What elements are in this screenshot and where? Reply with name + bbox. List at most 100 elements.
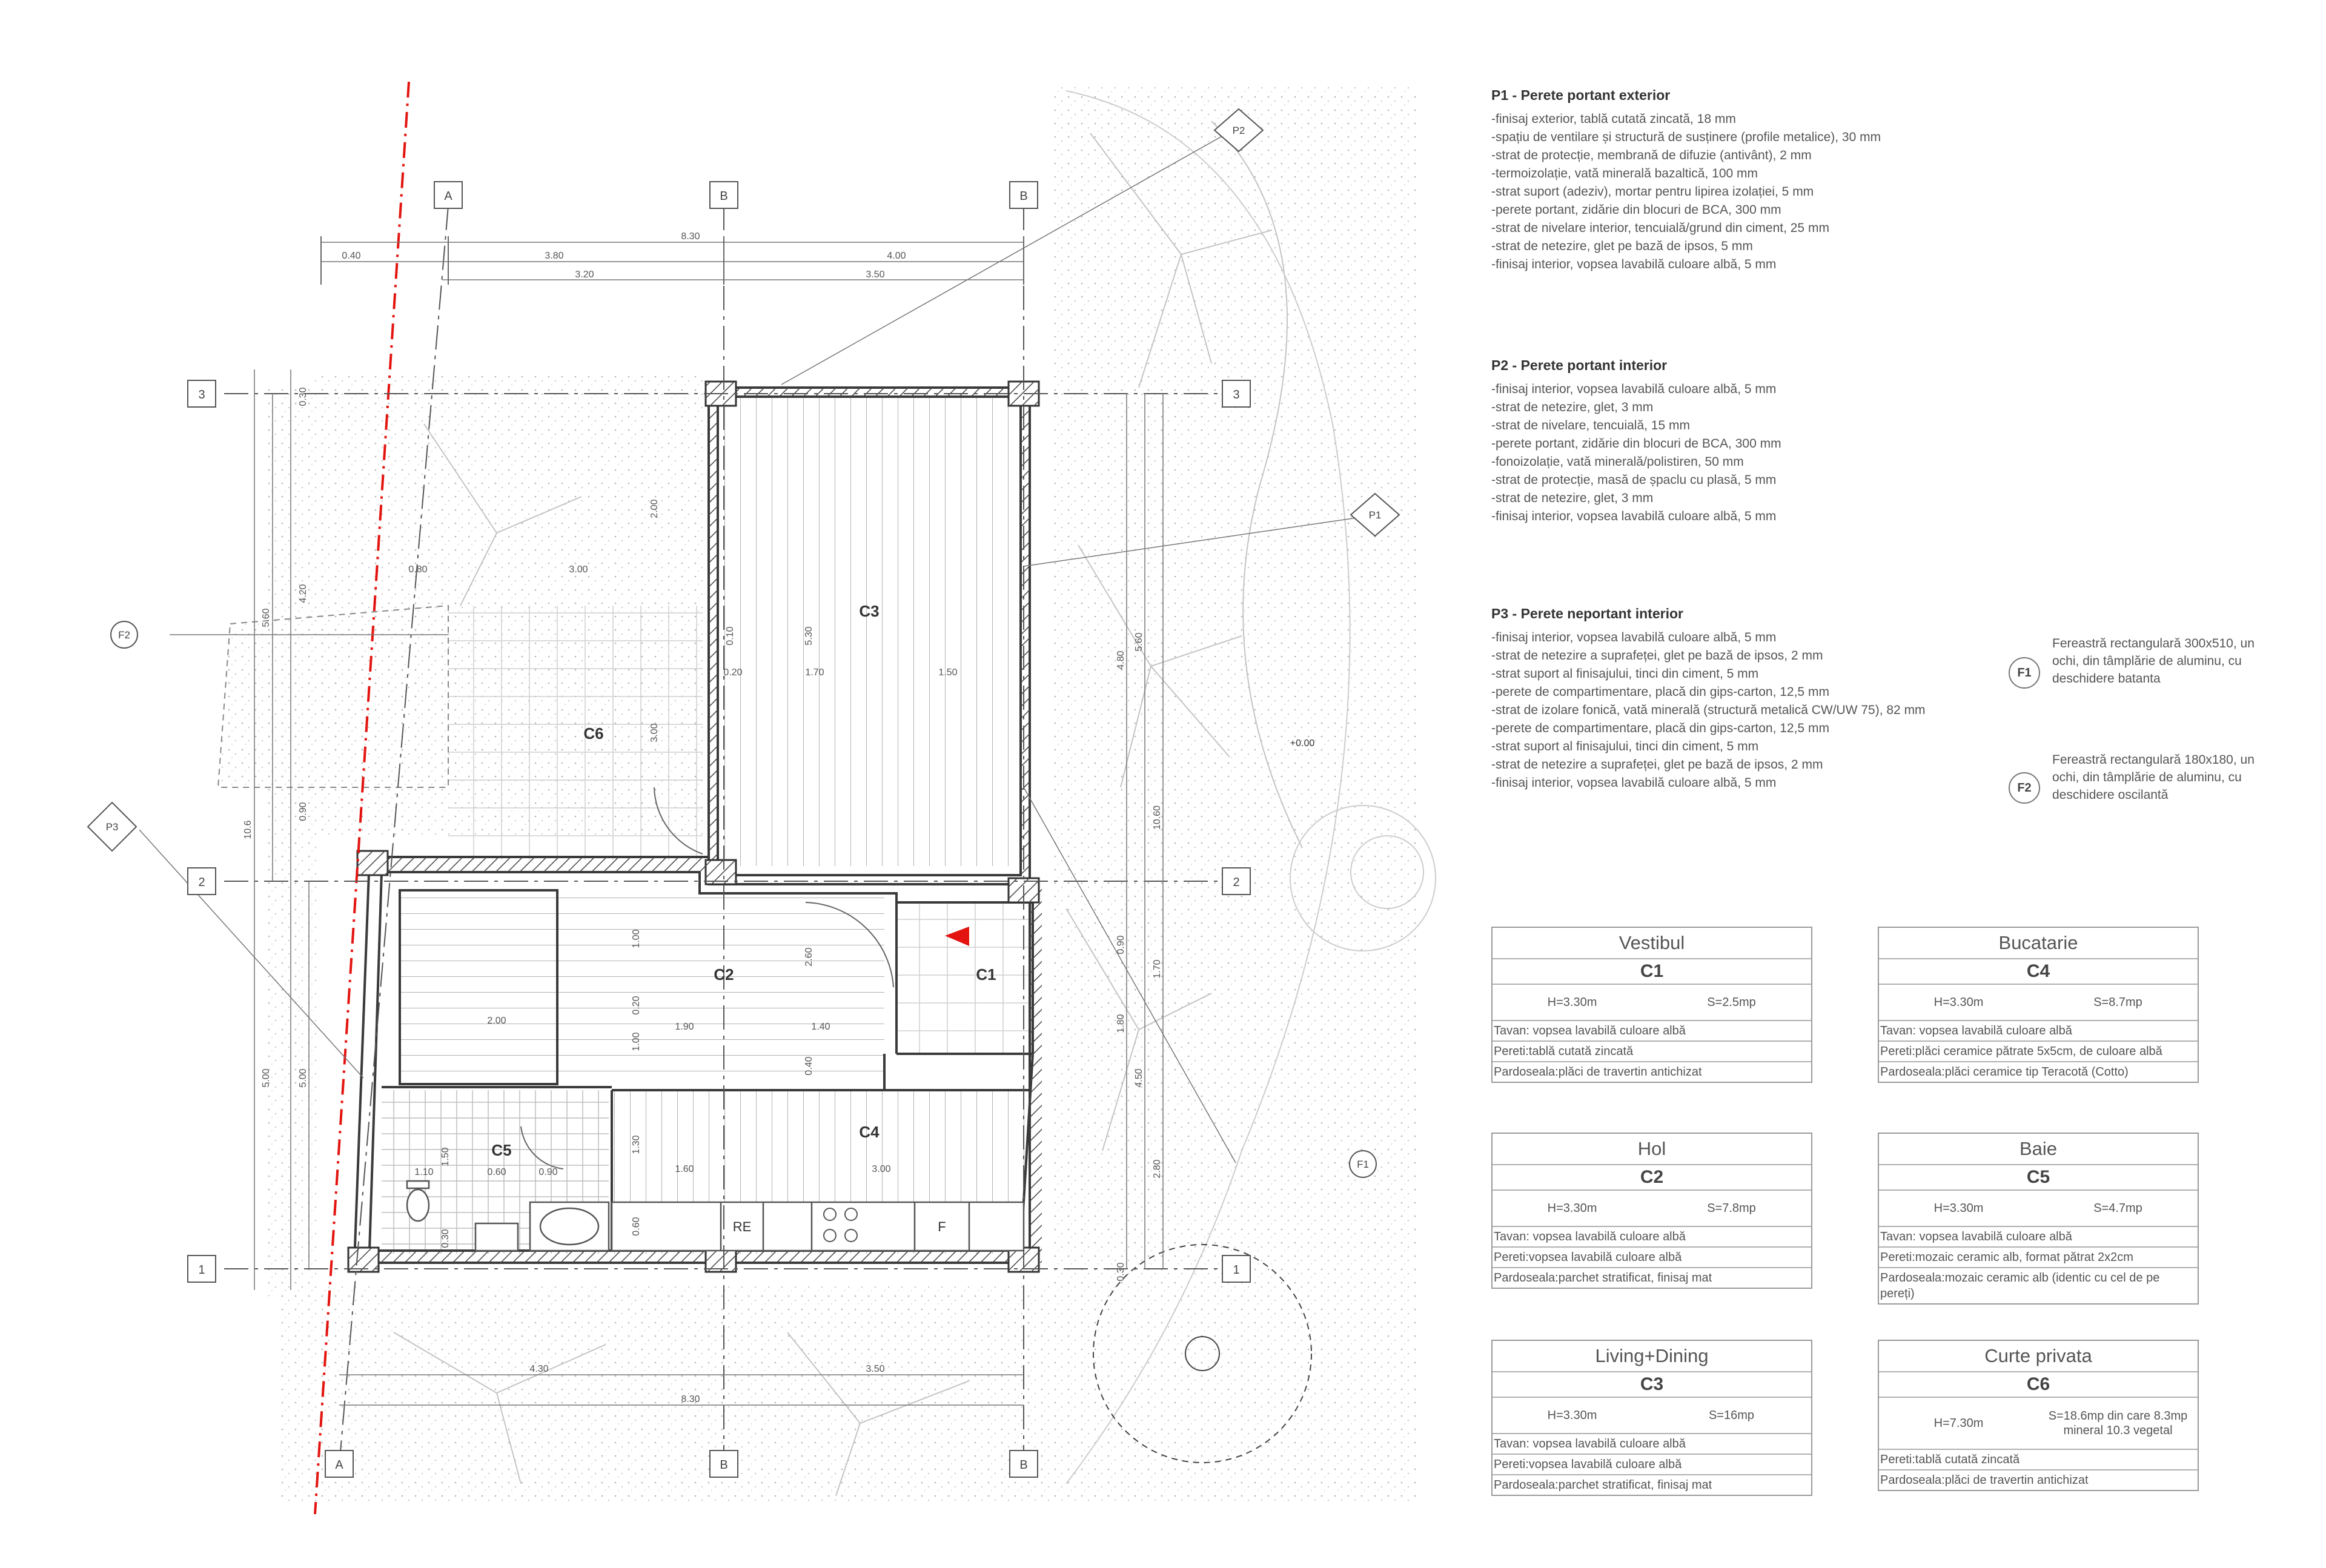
- room-card-vestibul: Vestibul C1 H=3.30m S=2.5mp Tavan: vopse…: [1491, 927, 1812, 1083]
- room-finish: Pereti:plăci ceramice pătrate 5x5cm, de …: [1879, 1042, 2198, 1062]
- axis-label-1-right: 1: [1233, 1263, 1239, 1277]
- dim-left-030: 0.30: [298, 387, 308, 406]
- dim-c5-a: 1.10: [414, 1167, 433, 1177]
- room-height: H=3.30m: [1547, 996, 1597, 1009]
- axis-label-2-right: 2: [1233, 876, 1239, 889]
- axis-label-3-left: 3: [198, 388, 205, 402]
- wall-layer: -strat de protecție, masă de șpaclu cu p…: [1491, 473, 1777, 487]
- room-code: C3: [1493, 1372, 1811, 1398]
- dim-right-560: 5.60: [1134, 632, 1144, 651]
- room-area: S=7.8mp: [1707, 1202, 1756, 1215]
- dim-c5-b: 0.60: [487, 1167, 506, 1177]
- dim-c6-width: 3.00: [569, 564, 588, 575]
- tree-outline: [1093, 1244, 1312, 1463]
- room-card-hol: Hol C2 H=3.30m S=7.8mp Tavan: vopsea lav…: [1491, 1133, 1812, 1289]
- window-f2-outline: [217, 604, 449, 788]
- room-label-c2: C2: [714, 965, 734, 984]
- door-swings: [520, 787, 894, 1169]
- room-finish: Pereti:tablă cutată zincată: [1879, 1450, 2198, 1470]
- vestibule-c1-floor: [896, 902, 1033, 1054]
- dim-top-total: 8.30: [681, 231, 700, 242]
- window-f1-badge: F1: [2009, 657, 2040, 689]
- dim-top-040: 0.40: [342, 251, 360, 261]
- wall-layer: -strat de netezire a suprafeței, glet pe…: [1491, 649, 1823, 663]
- grid-lines: [224, 205, 1236, 1466]
- wall-layer: -strat suport al finisajului, tinci din …: [1491, 739, 1759, 753]
- wall-p2-layers: -finisaj interior, vopsea lavabilă culoa…: [1491, 380, 1781, 526]
- dim-right-170: 1.70: [1152, 959, 1162, 978]
- room-finish: Pereti:mozaic ceramic alb, format pătrat…: [1879, 1248, 2198, 1268]
- room-name: Baie: [1879, 1134, 2198, 1165]
- dim-c2-c: 1.40: [811, 1022, 830, 1032]
- wall-layer: -strat suport (adeziv), mortar pentru li…: [1491, 185, 1814, 199]
- room-dimensions: H=3.30m S=4.7mp: [1879, 1191, 2198, 1227]
- room-area: S=4.7mp: [2093, 1202, 2142, 1215]
- living-c3-floor: [718, 397, 1015, 866]
- dim-c4-a: 3.00: [872, 1164, 890, 1174]
- dim-c6-height: 3.00: [649, 723, 660, 742]
- dim-bottom-430: 4.30: [529, 1364, 548, 1374]
- room-name: Living+Dining: [1493, 1341, 1811, 1372]
- wall-p2-title: P2 - Perete portant interior: [1491, 357, 1668, 373]
- wall-layer: -finisaj exterior, tablă cutată zincată,…: [1491, 112, 1736, 126]
- room-height: H=7.30m: [1933, 1417, 1984, 1430]
- room-card-living: Living+Dining C3 H=3.30m S=16mp Tavan: v…: [1491, 1340, 1812, 1496]
- dim-c6-top: 2.00: [649, 499, 660, 518]
- room-area: S=8.7mp: [2093, 996, 2142, 1009]
- appliance-freezer-label: F: [938, 1219, 946, 1234]
- dim-top-320: 3.20: [575, 270, 594, 280]
- dim-top-380: 3.80: [545, 251, 563, 261]
- dim-top-400: 4.00: [887, 251, 906, 261]
- wall-layer: -perete de compartimentare, placă din gi…: [1491, 685, 1829, 699]
- wall-layer: -strat suport al finisajului, tinci din …: [1491, 667, 1759, 681]
- room-finish: Tavan: vopsea lavabilă culoare albă: [1493, 1021, 1811, 1042]
- axis-label-2-left: 2: [198, 876, 205, 889]
- dim-c5-f: 0.30: [440, 1229, 451, 1248]
- dim-right-1060: 10.60: [1152, 806, 1162, 830]
- room-label-c4: C4: [859, 1123, 880, 1141]
- tag-p2: P2: [1233, 125, 1245, 136]
- wall-layer: -strat de netezire a suprafeței, glet pe…: [1491, 758, 1823, 772]
- room-finish: Pardoseala:mozaic ceramic alb (identic c…: [1880, 1271, 2160, 1300]
- appliance-fridge-label: RE: [733, 1219, 752, 1234]
- dim-right-090: 0.90: [1116, 935, 1126, 954]
- room-label-c6: C6: [583, 724, 603, 743]
- wall-layer: -strat de netezire, glet, 3 mm: [1491, 400, 1654, 414]
- wall-p3-layers: -finisaj interior, vopsea lavabilă culoa…: [1491, 629, 1926, 792]
- room-name: Curte privata: [1879, 1341, 2198, 1372]
- room-name: Bucatarie: [1879, 928, 2198, 959]
- room-name: Vestibul: [1493, 928, 1811, 959]
- wall-layer: -perete portant, zidărie din blocuri de …: [1491, 203, 1781, 217]
- wall-layer: -perete portant, zidărie din blocuri de …: [1491, 437, 1781, 451]
- room-finish: Pardoseala:parchet stratificat, finisaj …: [1494, 1478, 1712, 1492]
- dim-bottom-total: 8.30: [681, 1394, 700, 1404]
- room-finish: Pardoseala:plăci de travertin antichizat: [1494, 1065, 1702, 1079]
- axis-label-b2-bottom: B: [1019, 1458, 1027, 1472]
- room-code: C6: [1879, 1372, 2198, 1398]
- room-finish: Pardoseala:parchet stratificat, finisaj …: [1494, 1271, 1712, 1285]
- dim-left-500b: 5.00: [298, 1068, 308, 1087]
- room-finish: Tavan: vopsea lavabilă culoare albă: [1879, 1021, 2198, 1042]
- window-f1-description: Fereastră rectangulară 300x510, un ochi,…: [2052, 637, 2255, 686]
- dim-c4-c: 1.30: [631, 1135, 641, 1154]
- room-area: S=2.5mp: [1707, 996, 1756, 1009]
- wall-layer: -strat de nivelare, tencuială, 15 mm: [1491, 418, 1690, 432]
- room-dimensions: H=7.30m S=18.6mp din care 8.3mp mineral …: [1879, 1398, 2198, 1450]
- room-card-curte: Curte privata C6 H=7.30m S=18.6mp din ca…: [1878, 1340, 2199, 1491]
- room-card-baie: Baie C5 H=3.30m S=4.7mp Tavan: vopsea la…: [1878, 1133, 2199, 1305]
- room-finish: Pardoseala:plăci ceramice tip Teracotă (…: [1880, 1065, 2129, 1079]
- window-f2-description: Fereastră rectangulară 180x180, un ochi,…: [2052, 753, 2255, 802]
- room-dimensions: H=3.30m S=16mp: [1493, 1398, 1811, 1434]
- cooktop-icon: [823, 1208, 858, 1242]
- wall-layer: -termoizolație, vată minerală bazaltică,…: [1491, 167, 1758, 180]
- room-height: H=3.30m: [1547, 1409, 1597, 1422]
- wall-layer: -spațiu de ventilare și structură de sus…: [1491, 130, 1881, 144]
- dim-c3-b: 1.50: [938, 667, 957, 678]
- axis-label-b-bottom: B: [720, 1458, 727, 1472]
- tag-f2: F2: [118, 629, 130, 641]
- room-code: C4: [1879, 959, 2198, 985]
- dim-c3-height: 5.30: [804, 626, 814, 645]
- dim-left-420: 4.20: [298, 584, 308, 603]
- room-finish: Pereti:vopsea lavabilă culoare albă: [1493, 1455, 1811, 1475]
- room-height: H=3.30m: [1547, 1202, 1597, 1215]
